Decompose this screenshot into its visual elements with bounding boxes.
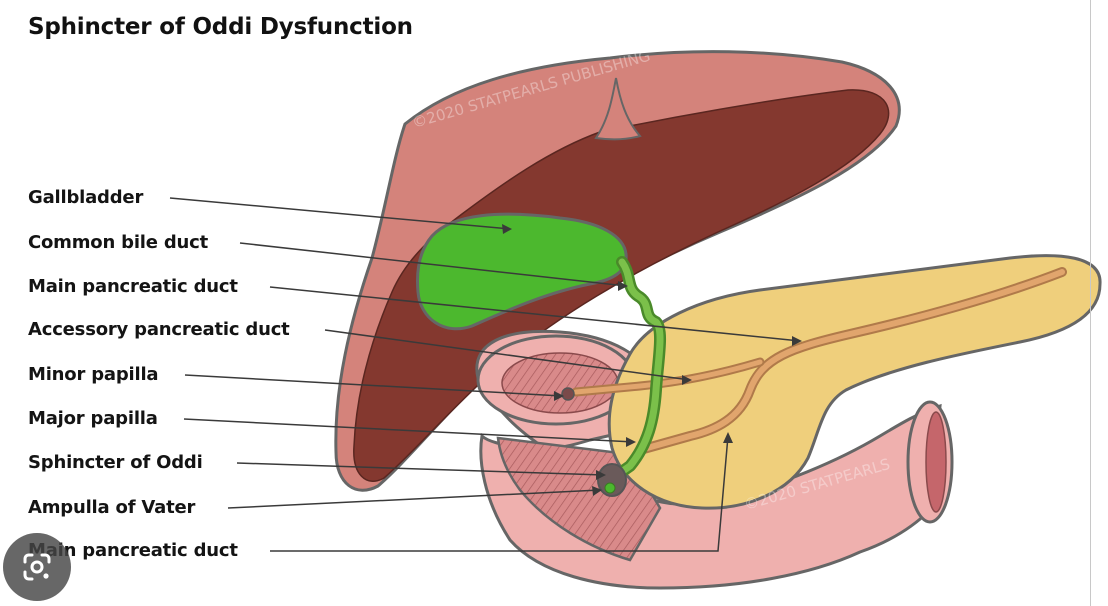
google-lens-button[interactable] [3, 533, 71, 601]
label-common-bile-duct: Common bile duct [28, 232, 208, 253]
label-gallbladder: Gallbladder [28, 187, 143, 208]
label-major-papilla: Major papilla [28, 408, 158, 429]
minor-papilla [562, 388, 574, 400]
google-lens-icon [21, 551, 53, 583]
label-ampulla-of-vater: Ampulla of Vater [28, 497, 195, 518]
duodenum-end-lumen [926, 412, 946, 512]
label-minor-papilla: Minor papilla [28, 364, 158, 385]
diagram-title: Sphincter of Oddi Dysfunction [28, 14, 413, 40]
image-frame-edge [1090, 0, 1091, 606]
label-main-pancreatic-duct: Main pancreatic duct [28, 276, 238, 297]
label-accessory-pancreatic-duct: Accessory pancreatic duct [28, 319, 290, 340]
label-sphincter-of-oddi: Sphincter of Oddi [28, 452, 203, 473]
ampulla-of-vater [605, 483, 615, 493]
